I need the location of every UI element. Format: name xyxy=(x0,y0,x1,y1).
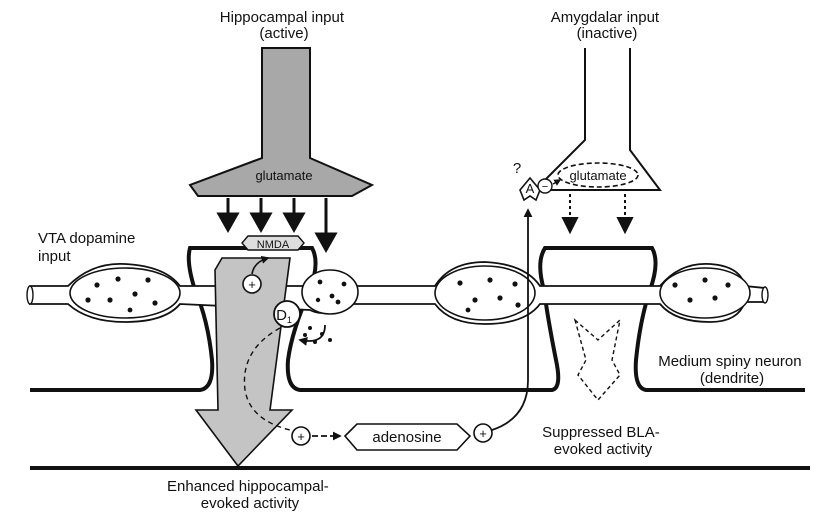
svg-text:+: + xyxy=(297,429,305,444)
svg-text:−: − xyxy=(542,181,548,193)
hippocampal-input-label: Hippocampal input (active) xyxy=(220,9,348,42)
glutamate-left-label: glutamate xyxy=(255,168,312,183)
nmda-receptor: NMDA xyxy=(242,236,304,251)
glutamate-right-label: glutamate xyxy=(569,168,626,183)
suppressed-activity-label: Suppressed BLA- evoked activity xyxy=(542,424,664,458)
adenosine-stimulation: + xyxy=(292,427,340,445)
suppressed-activity-arrow xyxy=(575,320,620,400)
svg-text:+: + xyxy=(479,426,487,441)
amygdalar-dashed-release-arrows xyxy=(563,194,632,232)
adenosine-to-a-receptor: + xyxy=(474,210,528,442)
dopamine-release xyxy=(300,325,332,344)
vta-dopamine-label: VTA dopamine input xyxy=(38,230,139,265)
nmda-label: NMDA xyxy=(257,239,290,251)
medium-spiny-neuron-label: Medium spiny neuron (dendrite) xyxy=(658,353,806,387)
d1-receptor: D1 xyxy=(274,301,300,327)
adenosine-box: adenosine xyxy=(345,424,470,450)
a-receptor-label: A xyxy=(526,181,535,196)
adenosine-label: adenosine xyxy=(372,429,441,446)
enhanced-activity-label: Enhanced hippocampal- evoked activity xyxy=(167,478,333,512)
question-mark: ? xyxy=(513,160,521,177)
svg-text:+: + xyxy=(248,277,256,292)
amygdalar-input-label: Amygdalar input (inactive) xyxy=(551,9,664,42)
